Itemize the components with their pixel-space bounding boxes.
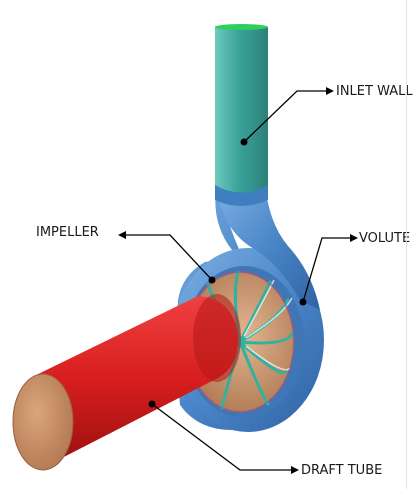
anchor-dot-volute [300, 299, 307, 306]
anchor-dot-inlet [241, 139, 248, 146]
draft-tube [13, 294, 241, 470]
anchor-dot-draft [149, 401, 156, 408]
arrowhead-icon [350, 234, 358, 242]
draft-tube-end [13, 374, 73, 470]
label-volute: VOLUTE [359, 232, 410, 246]
label-inlet-wall: INLET WALL [336, 85, 413, 99]
anchor-dot-impeller [209, 277, 216, 284]
inlet-pipe [215, 24, 268, 206]
edge-divider [406, 0, 407, 489]
arrowhead-icon [118, 231, 126, 239]
arrowhead-icon [326, 87, 334, 95]
label-draft-tube: DRAFT TUBE [301, 464, 382, 478]
inlet-top [215, 24, 268, 30]
arrowhead-icon [291, 466, 299, 474]
label-impeller: IMPELLER [36, 226, 99, 240]
